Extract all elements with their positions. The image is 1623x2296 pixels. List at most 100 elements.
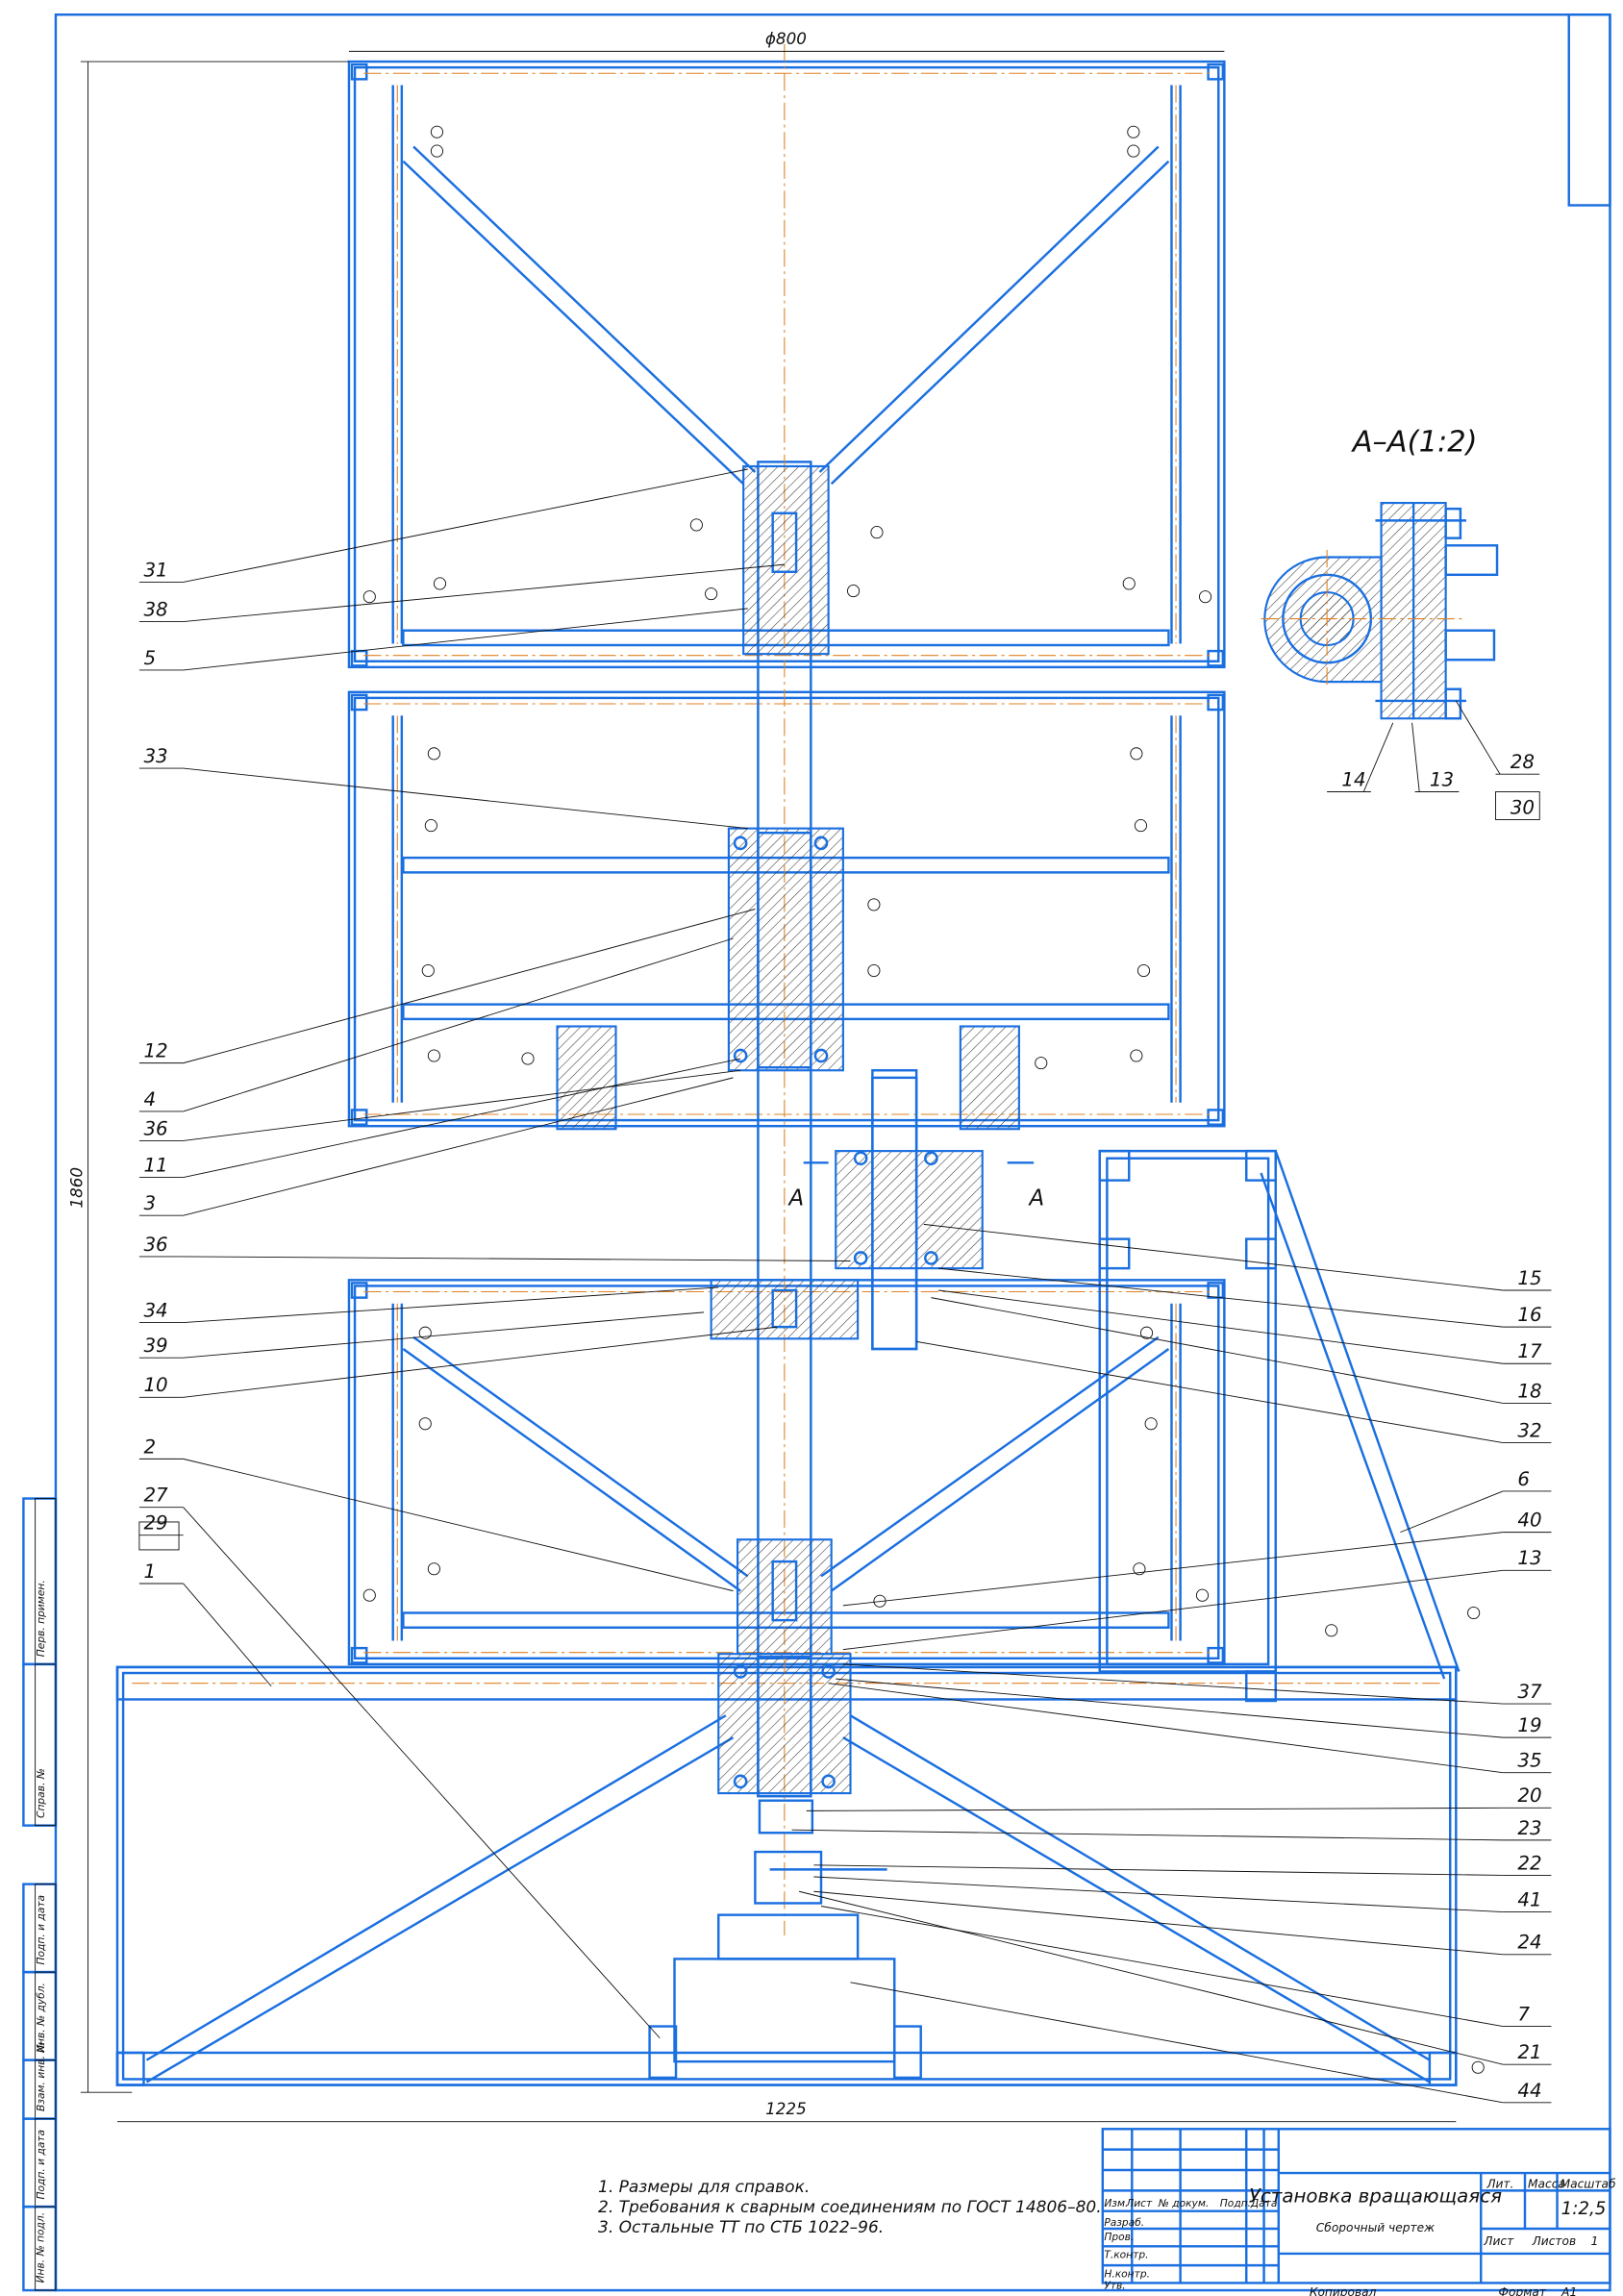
callout-right-7: 7 xyxy=(1517,2003,1530,2025)
brace xyxy=(402,1348,741,1592)
tb-header: Дата xyxy=(1250,2197,1278,2209)
bracket-strut xyxy=(1260,1172,1446,1680)
weld-symbol xyxy=(424,819,437,833)
leader-line xyxy=(813,1864,1504,1876)
middle-frame xyxy=(347,690,1226,1128)
base-brace xyxy=(145,1714,727,2061)
weld-symbol xyxy=(1130,1049,1143,1062)
callout-right-32: 32 xyxy=(1517,1420,1541,1442)
tube-section xyxy=(1444,544,1499,577)
weld-symbol xyxy=(1133,1562,1146,1576)
bearing-ball xyxy=(733,836,748,851)
leader-line xyxy=(183,1507,661,2039)
callout-left-4: 4 xyxy=(143,1088,156,1111)
leader-line xyxy=(937,1289,1504,1364)
callout-box xyxy=(1495,791,1540,820)
dimension-base-width: 1225 xyxy=(765,2099,807,2118)
callout-right-23: 23 xyxy=(1517,1817,1541,1839)
weld-symbol xyxy=(1139,1326,1154,1339)
leader-line xyxy=(806,1807,1504,1811)
callout-box xyxy=(138,1521,180,1551)
note-3: 3. Остальные ТТ по СТБ 1022–96. xyxy=(598,2218,885,2237)
tb-copied: Копировал xyxy=(1310,2285,1377,2296)
keyway xyxy=(771,1288,798,1329)
weld-symbol xyxy=(427,1049,440,1062)
leader-line xyxy=(842,1569,1504,1651)
leader-line xyxy=(183,1069,741,1141)
callout-left-5: 5 xyxy=(143,647,156,669)
brace xyxy=(412,1335,749,1578)
foot-bolt xyxy=(893,2025,922,2080)
weld-symbol xyxy=(1467,1606,1481,1620)
stamp-cell-inner xyxy=(35,2206,57,2291)
tb-role: Утв. xyxy=(1104,2280,1125,2292)
callout-right-24: 24 xyxy=(1517,1932,1541,1954)
leader-line xyxy=(916,1340,1504,1444)
note-2: 2. Требования к сварным соединениям по Г… xyxy=(598,2198,1102,2217)
brace xyxy=(402,160,745,486)
tb-scale-label: Масштаб xyxy=(1561,2177,1616,2190)
stamp-label: Справ. № xyxy=(35,1768,47,1818)
top-frame xyxy=(347,60,1226,669)
section-callout-14: 14 xyxy=(1341,768,1365,790)
callout-right-22: 22 xyxy=(1517,1852,1541,1874)
callout-left-11: 11 xyxy=(143,1154,167,1176)
stamp-label: Инв. № дубл. xyxy=(35,1983,47,2053)
tb-sheets-label: Листов xyxy=(1532,2234,1577,2248)
leader-line xyxy=(799,1890,1504,2065)
corner-tube xyxy=(350,62,368,81)
callout-right-37: 37 xyxy=(1517,1681,1542,1703)
weld-symbol xyxy=(421,963,435,978)
section-callout-13: 13 xyxy=(1430,768,1454,790)
callout-right-19: 19 xyxy=(1517,1714,1541,1736)
base-brace xyxy=(842,1736,1431,2084)
callout-left-33: 33 xyxy=(143,745,167,767)
leader-line xyxy=(923,1223,1504,1291)
bolt-head xyxy=(1444,687,1462,720)
weld-symbol xyxy=(867,898,881,911)
leader-line xyxy=(1362,722,1394,792)
section-marker-right: A xyxy=(1028,1186,1045,1211)
leader-line xyxy=(183,608,748,671)
leader-line xyxy=(183,1058,741,1179)
leader-line xyxy=(937,1267,1504,1328)
leader-line xyxy=(1400,1490,1504,1534)
bracket-corner xyxy=(1245,1149,1277,1182)
pinion-housing xyxy=(835,1150,984,1270)
foot-bolt xyxy=(648,2025,678,2080)
coupling-lower xyxy=(758,1799,814,1834)
bearing-ball xyxy=(733,1048,748,1063)
callout-right-15: 15 xyxy=(1517,1267,1541,1289)
corner-box xyxy=(1567,13,1611,207)
weld-symbol xyxy=(1325,1624,1338,1637)
bearing-ball xyxy=(853,1251,868,1265)
tb-sheets: 1 xyxy=(1591,2234,1599,2248)
weld-symbol xyxy=(867,963,881,978)
bearing-ball xyxy=(853,1151,868,1166)
tb-role: Т.контр. xyxy=(1104,2249,1148,2261)
leader-line xyxy=(850,1982,1504,2104)
stamp-cell-inner xyxy=(35,1663,57,1827)
weld-symbol xyxy=(1035,1057,1048,1070)
leader-line xyxy=(183,468,748,583)
leader-line xyxy=(791,1829,1504,1841)
brace xyxy=(412,145,757,473)
tb-scale: 1:2,5 xyxy=(1561,2199,1607,2219)
motor-flange xyxy=(717,1913,860,1960)
corner-tube xyxy=(1207,1646,1225,1664)
base-corner xyxy=(1428,2051,1458,2086)
section-marker-left: A xyxy=(787,1186,804,1211)
weld-symbol xyxy=(427,747,440,761)
base-brace xyxy=(145,1736,735,2084)
corner-tube xyxy=(350,693,368,711)
tb-format: A1 xyxy=(1561,2285,1577,2296)
base-bearing-housing xyxy=(717,1653,852,1795)
corner-tube xyxy=(1207,1282,1225,1299)
weld-symbol xyxy=(1198,590,1212,604)
callout-right-41: 41 xyxy=(1517,1888,1541,1910)
leader-line xyxy=(1411,722,1420,792)
leader-line xyxy=(183,1286,719,1324)
weld-symbol xyxy=(430,125,444,138)
tb-sheet-label: Лист xyxy=(1483,2234,1514,2248)
